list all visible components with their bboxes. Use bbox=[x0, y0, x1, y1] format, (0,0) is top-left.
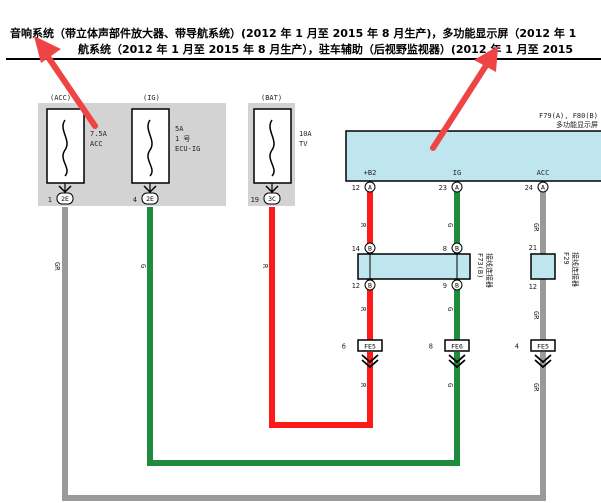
f29-pin-12: 12 bbox=[529, 283, 537, 291]
wire-label-r-mid: R bbox=[359, 307, 367, 312]
wire-label-gr-lower: GR bbox=[532, 383, 540, 392]
terminal-a23: A 23 bbox=[439, 181, 463, 193]
svg-text:B: B bbox=[455, 282, 459, 290]
wire-label-g-lower: G bbox=[446, 383, 454, 387]
fuse-bat-source: (BAT) bbox=[261, 94, 282, 102]
fuse-ig-source: (IG) bbox=[143, 94, 160, 102]
svg-text:B: B bbox=[455, 245, 459, 253]
svg-text:2E: 2E bbox=[61, 195, 69, 203]
svg-text:4: 4 bbox=[133, 196, 137, 204]
junction-f29 bbox=[530, 253, 556, 280]
svg-text:1: 1 bbox=[48, 196, 52, 204]
terminal-b2-label: +B2 bbox=[364, 169, 377, 177]
fuse-bat-rating: 10A bbox=[299, 130, 312, 138]
wire-label-g-mid: G bbox=[446, 307, 454, 311]
fuse-ig-name: ECU-IG bbox=[175, 145, 200, 153]
terminal-acc-label: ACC bbox=[537, 169, 550, 177]
display-unit-box bbox=[345, 130, 601, 182]
display-unit-code: F79(A), F80(B) bbox=[539, 112, 598, 120]
terminal-2e-acc: 2E 1 bbox=[48, 192, 74, 205]
svg-text:12: 12 bbox=[352, 184, 360, 192]
wire-label-r-upper: R bbox=[359, 223, 367, 228]
svg-text:14: 14 bbox=[352, 245, 360, 253]
fuse-ig-icon bbox=[147, 119, 153, 177]
fuse-ig-rating: 5A bbox=[175, 125, 184, 133]
wire-label-g-upper: G bbox=[446, 223, 454, 227]
junction-f73-code: F73(B) bbox=[476, 253, 484, 278]
svg-text:A: A bbox=[455, 184, 459, 192]
junction-f29-name: 接线连接器 bbox=[571, 252, 580, 287]
f29-pin-21: 21 bbox=[529, 244, 537, 252]
fuse-acc-rating: 7.5A bbox=[90, 130, 108, 138]
wire-label-r-lower: R bbox=[359, 383, 367, 388]
svg-text:A: A bbox=[541, 184, 545, 192]
svg-text:24: 24 bbox=[525, 184, 533, 192]
terminal-b8: B 8 bbox=[443, 242, 463, 254]
svg-text:B: B bbox=[368, 245, 372, 253]
terminal-2e-ig: 2E 4 bbox=[133, 192, 159, 205]
annotation-arrow-right bbox=[430, 46, 498, 151]
fuse-bat-box bbox=[253, 108, 292, 184]
svg-text:19: 19 bbox=[251, 196, 259, 204]
terminal-a12: A 12 bbox=[352, 181, 376, 193]
svg-text:8: 8 bbox=[429, 343, 433, 351]
wire-label-gr-upper: GR bbox=[532, 223, 540, 232]
wire-gr bbox=[62, 207, 546, 501]
terminal-b12: B 12 bbox=[352, 279, 376, 291]
wire-label-r-left: R bbox=[261, 264, 269, 269]
terminal-3c-bat: 3C 19 bbox=[251, 192, 281, 205]
wire-label-gr-left: GR bbox=[53, 262, 61, 271]
wire-label-g-left: G bbox=[139, 264, 147, 268]
svg-text:12: 12 bbox=[352, 282, 360, 290]
header-line-1: 音响系统（带立体声部件放大器、带导航系统）(2012 年 1 月至 2015 年… bbox=[10, 27, 577, 40]
svg-text:2E: 2E bbox=[146, 195, 154, 203]
svg-text:FE5: FE5 bbox=[537, 343, 549, 351]
fuse-ig-number: 1 号 bbox=[175, 135, 190, 143]
svg-text:23: 23 bbox=[439, 184, 447, 192]
annotation-arrow-left bbox=[34, 36, 98, 129]
wire-label-gr-mid: GR bbox=[532, 311, 540, 320]
svg-text:3C: 3C bbox=[268, 195, 276, 203]
connector-fe6-g: FE6 8 bbox=[429, 339, 470, 369]
terminal-b9: B 9 bbox=[443, 279, 463, 291]
connector-fe5-gr: FE5 4 bbox=[515, 339, 556, 369]
terminal-ig-label: IG bbox=[453, 169, 461, 177]
fuse-bat-name: TV bbox=[299, 140, 308, 148]
connector-fe5-r: FE5 6 bbox=[342, 339, 383, 369]
display-unit-name: 多功能显示屏 bbox=[556, 120, 598, 129]
terminal-a24: A 24 bbox=[525, 181, 549, 193]
fuse-ig-box bbox=[131, 108, 170, 184]
svg-text:FE5: FE5 bbox=[364, 343, 376, 351]
svg-text:8: 8 bbox=[443, 245, 447, 253]
svg-text:6: 6 bbox=[342, 343, 346, 351]
header-line-2: 航系统（2012 年 1 月至 2015 年 8 月生产），驻车辅助（后视野监视… bbox=[78, 43, 574, 56]
svg-text:4: 4 bbox=[515, 343, 519, 351]
svg-text:9: 9 bbox=[443, 282, 447, 290]
junction-f73 bbox=[357, 253, 471, 280]
wire-r bbox=[269, 207, 373, 428]
terminal-b14: B 14 bbox=[352, 242, 376, 254]
fuse-acc-box bbox=[46, 108, 85, 184]
wire-g bbox=[147, 207, 460, 466]
junction-f73-name: 接线连接器 bbox=[485, 253, 494, 288]
svg-text:FE6: FE6 bbox=[451, 343, 463, 351]
svg-text:B: B bbox=[368, 282, 372, 290]
fuse-acc-icon bbox=[62, 119, 68, 177]
fuse-acc-name: ACC bbox=[90, 140, 103, 148]
header-divider bbox=[6, 58, 601, 60]
fuse-acc-source: (ACC) bbox=[50, 94, 71, 102]
junction-f29-code: F29 bbox=[562, 252, 570, 265]
fuse-bat-icon bbox=[269, 119, 275, 177]
svg-text:A: A bbox=[368, 184, 372, 192]
